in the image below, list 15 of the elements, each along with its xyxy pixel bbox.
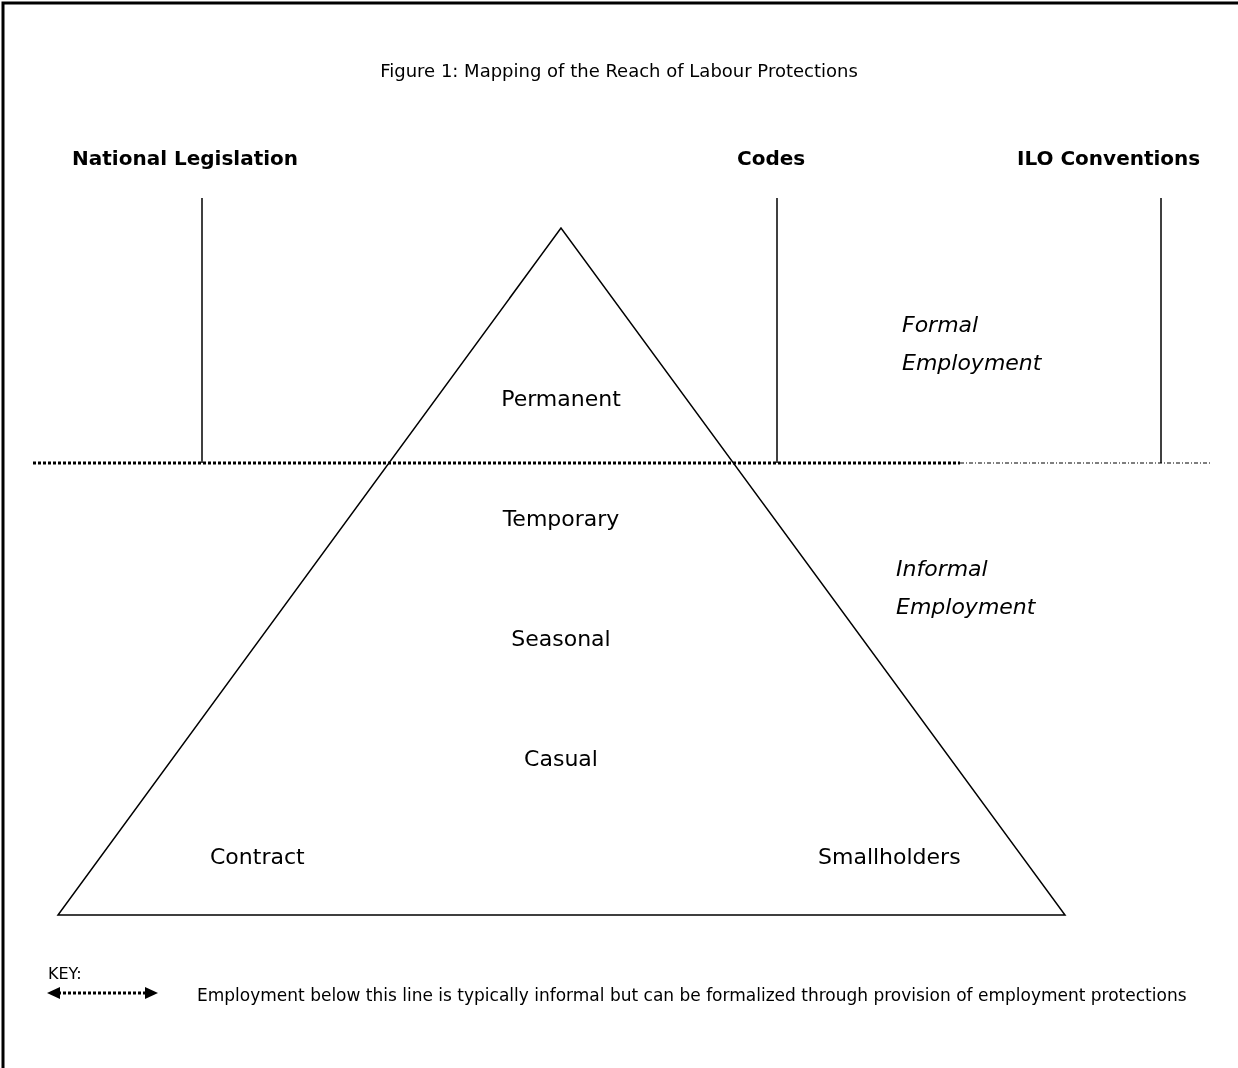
- column-heading: National Legislation: [72, 146, 299, 170]
- column-heading: ILO Conventions: [1017, 146, 1201, 170]
- pyramid-tier-label: Smallholders: [818, 844, 961, 869]
- zone-label: Formal Employment: [902, 311, 1043, 377]
- pyramid-tier-label: Permanent: [501, 386, 621, 411]
- pyramid-tier-label: Casual: [524, 746, 598, 771]
- pyramid-tier-label: Seasonal: [511, 626, 611, 651]
- column-heading: Codes: [737, 146, 806, 170]
- pyramid-tier-label: Contract: [210, 844, 305, 869]
- figure-title: Figure 1: Mapping of the Reach of Labour Protections: [379, 60, 859, 81]
- zone-label: Informal Employment: [896, 555, 1037, 621]
- legend-text: Employment below this line is typically informal but can be formalized through provision of employment protections: [196, 984, 1188, 1007]
- pyramid-tier-label: Temporary: [502, 506, 620, 531]
- key-heading: KEY:: [48, 964, 82, 983]
- pyramid-triangle: [58, 228, 1065, 915]
